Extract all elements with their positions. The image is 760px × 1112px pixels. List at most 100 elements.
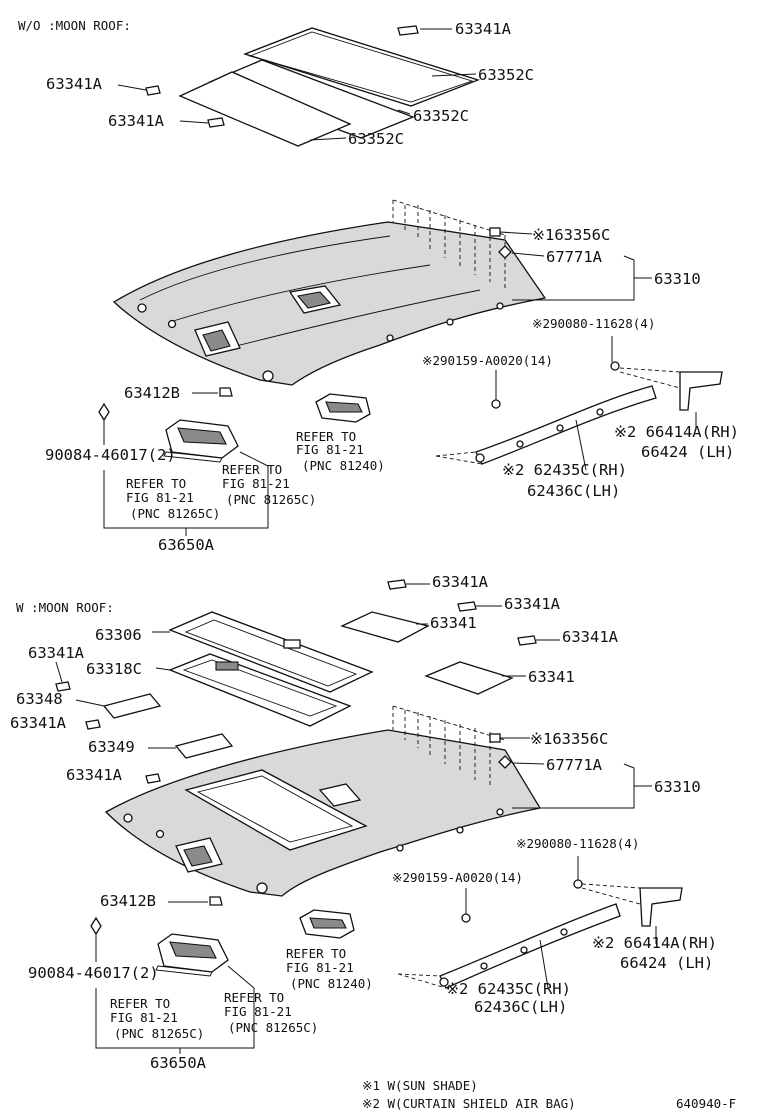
label-refer-fig: FIG 81-21 bbox=[110, 1010, 178, 1025]
label-63352C: 63352C bbox=[348, 130, 404, 148]
label-63341A: 63341A bbox=[455, 20, 512, 38]
label-63412B: 63412B bbox=[124, 384, 180, 402]
label-refer-pnc: (PNC 81240) bbox=[290, 976, 373, 991]
label-163356C: ※163356C bbox=[532, 226, 610, 244]
clip-163356C bbox=[489, 733, 501, 743]
label-refer-fig: FIG 81-21 bbox=[126, 490, 194, 505]
label-refer-to: REFER TO bbox=[286, 946, 346, 961]
clip-163356C bbox=[489, 227, 501, 237]
label-63341A: 63341A bbox=[562, 628, 619, 646]
label-62435C-RH: ※2 62435C(RH) bbox=[446, 980, 571, 998]
label-63341: 63341 bbox=[430, 614, 477, 632]
section-without-moon-roof: W/O :MOON ROOF: 63341A 63352C 63341A 633… bbox=[18, 18, 739, 554]
moon-roof-opening bbox=[184, 769, 368, 851]
label-63341A: 63341A bbox=[28, 644, 85, 662]
pad-63352C-lower bbox=[178, 71, 352, 147]
airbag-bracket-66414A bbox=[581, 883, 683, 927]
label-290080-11628: ※290080-11628(4) bbox=[532, 316, 655, 331]
pad-63349 bbox=[174, 733, 234, 759]
curtain-airbag-62435C bbox=[435, 385, 657, 465]
label-refer-to: REFER TO bbox=[296, 429, 356, 444]
pad-63341 bbox=[424, 661, 514, 695]
label-63341A: 63341A bbox=[46, 75, 103, 93]
label-63341A: 63341A bbox=[66, 766, 123, 784]
section-title-with-moon-roof: W :MOON ROOF: bbox=[16, 600, 114, 615]
label-refer-to: REFER TO bbox=[126, 476, 186, 491]
label-refer-to: REFER TO bbox=[110, 996, 170, 1011]
note-curtain-shield-air-bag: ※2 W(CURTAIN SHIELD AIR BAG) bbox=[362, 1096, 576, 1111]
label-63341A: 63341A bbox=[504, 595, 561, 613]
frame-63318C bbox=[168, 653, 352, 727]
tape-63341A-left bbox=[145, 85, 161, 96]
label-63412B: 63412B bbox=[100, 892, 156, 910]
label-67771A: 67771A bbox=[546, 756, 603, 774]
map-lamp-assy bbox=[315, 393, 371, 423]
map-lamp-assy bbox=[299, 909, 355, 939]
label-63341A: 63341A bbox=[108, 112, 165, 130]
label-63650A: 63650A bbox=[158, 536, 215, 554]
label-63341A: 63341A bbox=[432, 573, 489, 591]
label-66424-LH: 66424 (LH) bbox=[620, 954, 713, 972]
label-62436C-LH: 62436C(LH) bbox=[527, 482, 620, 500]
label-63318C: 63318C bbox=[86, 660, 142, 678]
headliner-63310 bbox=[112, 199, 547, 386]
lamp-cover-63412B bbox=[219, 387, 233, 397]
label-refer-pnc: (PNC 81265C) bbox=[226, 492, 316, 507]
tape-63341A bbox=[55, 681, 71, 692]
tape-63341A bbox=[457, 601, 477, 612]
label-refer-pnc: (PNC 81265C) bbox=[114, 1026, 204, 1041]
airbag-bracket-66414A bbox=[619, 367, 723, 411]
screw-90084 bbox=[98, 402, 110, 422]
label-290159-A0020: ※290159-A0020(14) bbox=[392, 870, 523, 885]
tape-63341A bbox=[517, 635, 537, 646]
map-lamp-opening bbox=[318, 783, 362, 807]
label-290080-11628: ※290080-11628(4) bbox=[516, 836, 639, 851]
label-refer-to: REFER TO bbox=[222, 462, 282, 477]
label-66414A-RH: ※2 66414A(RH) bbox=[614, 423, 739, 441]
pad-63348 bbox=[102, 693, 162, 719]
footnotes: ※1 W(SUN SHADE) ※2 W(CURTAIN SHIELD AIR … bbox=[362, 1078, 736, 1111]
curtain-airbag-62435C bbox=[397, 903, 621, 989]
clip-290159 bbox=[461, 913, 471, 923]
clip-290159 bbox=[491, 399, 501, 409]
label-63341: 63341 bbox=[528, 668, 575, 686]
screw-290080 bbox=[573, 879, 583, 889]
frame-63306 bbox=[168, 611, 374, 693]
clip-67771A bbox=[498, 245, 512, 259]
label-refer-pnc: (PNC 81240) bbox=[302, 458, 385, 473]
tape-63341A bbox=[85, 719, 101, 730]
label-refer-pnc: (PNC 81265C) bbox=[130, 506, 220, 521]
label-290159-A0020: ※290159-A0020(14) bbox=[422, 353, 553, 368]
section-with-moon-roof: W :MOON ROOF: 63341A 63341A 63341 63341A… bbox=[10, 573, 717, 1072]
label-90084-46017: 90084-46017(2) bbox=[28, 964, 159, 982]
label-63349: 63349 bbox=[88, 738, 135, 756]
label-62436C-LH: 62436C(LH) bbox=[474, 998, 567, 1016]
label-66424-LH: 66424 (LH) bbox=[641, 443, 734, 461]
tape-63341A bbox=[145, 773, 161, 784]
label-63306: 63306 bbox=[95, 626, 142, 644]
label-63352C: 63352C bbox=[478, 66, 534, 84]
label-63352C: 63352C bbox=[413, 107, 469, 125]
tape-63341A bbox=[387, 579, 407, 590]
label-refer-fig: FIG 81-21 bbox=[222, 476, 290, 491]
screw-90084 bbox=[90, 916, 102, 936]
pad-63341 bbox=[340, 611, 430, 643]
label-63348: 63348 bbox=[16, 690, 63, 708]
screw-290080 bbox=[610, 361, 620, 371]
label-63310: 63310 bbox=[654, 778, 701, 796]
pad-63352C-upper bbox=[243, 27, 480, 107]
room-lamp-assy bbox=[163, 419, 239, 463]
label-63650A: 63650A bbox=[150, 1054, 207, 1072]
room-lamp-assy bbox=[155, 933, 229, 977]
label-163356C: ※163356C bbox=[530, 730, 608, 748]
headliner-63310-moon-roof bbox=[104, 705, 542, 897]
label-67771A: 67771A bbox=[546, 248, 603, 266]
clip-67771A bbox=[498, 755, 512, 769]
figure-code: 640940-F bbox=[676, 1096, 736, 1111]
label-90084-46017: 90084-46017(2) bbox=[45, 446, 176, 464]
label-refer-fig: FIG 81-21 bbox=[286, 960, 354, 975]
label-refer-fig: FIG 81-21 bbox=[296, 442, 364, 457]
section-title-without-moon-roof: W/O :MOON ROOF: bbox=[18, 18, 131, 33]
label-66414A-RH: ※2 66414A(RH) bbox=[592, 934, 717, 952]
label-63310: 63310 bbox=[654, 270, 701, 288]
